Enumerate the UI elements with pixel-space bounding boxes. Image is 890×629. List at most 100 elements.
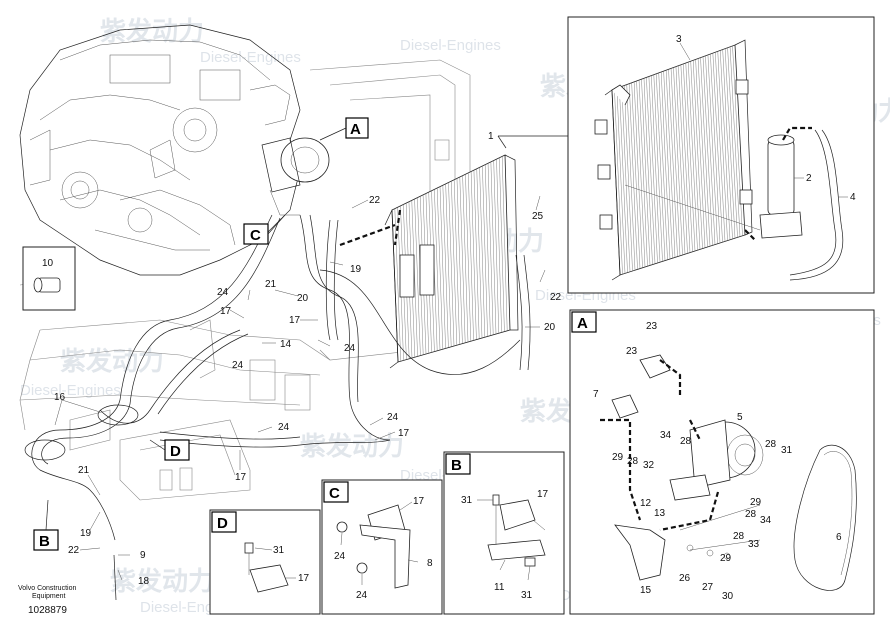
callout-a-16: 28 [733,531,745,542]
condenser-fin-line [485,164,491,336]
condenser-fin-line [465,174,471,342]
condenser-fin-line [636,80,646,268]
callout-a-15: 34 [760,515,772,526]
condenser-fin-line [501,156,508,331]
detail-letter-a-main: A [350,121,361,138]
callout-c-1: 24 [334,551,346,562]
callout-d-1: 17 [298,573,310,584]
condenser-fin-line [673,67,683,256]
condenser-fin-line [653,74,663,262]
condenser-fin-line [729,46,741,237]
condenser-fin-line [710,53,721,244]
callout-a-3: 5 [737,412,743,423]
callout-a-9: 28 [627,456,639,467]
callout-a-14: 28 [745,509,757,520]
callout-b-3: 31 [521,590,533,601]
condenser-fin-line [621,86,631,272]
condenser-fin-line [685,62,696,252]
callout-main-7: 24 [344,343,356,354]
condenser-fin-line [683,63,693,252]
watermark-brand-1: 紫发动力 [100,16,204,47]
callout-a-17: 33 [748,539,760,550]
condenser-fin-line [641,79,651,266]
condenser-fin-line [724,48,736,239]
callout-a-0: 23 [646,321,658,332]
callout-main-6: 17 [289,315,301,326]
callout-a-5: 28 [680,436,692,447]
condenser-fin-line [663,71,673,259]
detail-letter-c-main: C [250,227,261,244]
condenser-fin-line [470,171,477,340]
callouts-detail-d: 31 17 [273,545,310,584]
condenser-fin-line [445,183,452,347]
callout-main-15: 24 [278,422,290,433]
detail-condenser [567,16,875,294]
detail-letter-b-box: B [451,457,462,474]
condenser-fin-line [468,172,474,341]
condenser-fin-line [442,185,449,348]
condenser-fin-line [722,49,733,240]
condenser-fin-line [456,178,463,344]
condenser-fin-line [459,176,466,343]
callout-a-21: 15 [640,585,652,596]
callout-main-22: 9 [140,550,146,561]
condenser-fin-line [656,73,666,261]
callout-a-18: 26 [679,573,691,584]
condenser-fin-line [479,167,485,338]
callout-a-7: 31 [781,445,793,456]
condenser-fin-line [439,186,446,349]
callout-top-2: 4 [850,192,856,203]
watermark-brand-en-1: Diesel-Engines [200,49,301,66]
callout-a-22: 30 [722,591,734,602]
callout-a-11: 12 [640,498,652,509]
condenser-fin-line [614,89,623,275]
callout-d-0: 31 [273,545,285,556]
watermark-brand-7: 紫发动力 [300,431,404,462]
condenser-fin-line [473,170,480,339]
callout-b-1: 17 [537,489,549,500]
callout-a-19: 29 [720,553,732,564]
condenser-fin-line [675,66,686,255]
callout-b-0: 31 [461,495,473,506]
footer-company-line2: Equipment [32,593,66,600]
hoses-main [24,214,531,541]
condenser-fin-line [643,78,653,265]
condenser-fin-line [720,50,731,240]
condenser-fin-line [688,62,698,251]
condenser-fin-line [670,68,681,256]
callout-main-10: 24 [217,287,229,298]
callout-main-24: 10 [42,258,54,269]
condenser-fin-line [651,75,661,263]
condenser-fin-line [692,60,703,249]
callout-main-17: 17 [398,428,410,439]
watermark-brand-en-3: Diesel-Engines [20,382,121,399]
condenser-fin-line [705,55,716,245]
callout-main-13: 24 [232,360,244,371]
callout-main-18: 17 [235,472,247,483]
condenser-fin-line [434,189,441,351]
condenser-fin-line [499,157,505,332]
condenser-fin-line [678,65,688,254]
condenser-fin-line [619,87,628,273]
condenser-fin-line [482,165,488,337]
condenser-fin-line [715,52,726,242]
callout-main-2: 25 [532,211,544,222]
condenser-fin-line [665,70,676,258]
callout-main-11: 17 [220,306,232,317]
callout-main-9: 20 [297,293,309,304]
callout-a-2: 7 [593,389,599,400]
detail-letter-d-box: D [217,515,228,532]
footer: Volvo Construction Equipment 1028879 [18,585,76,616]
callout-main-0: 1 [488,131,494,142]
condenser-fin-line [661,71,671,260]
callout-a-6: 28 [765,439,777,450]
condenser-fin-line [702,56,713,246]
detail-letter-tags: A C D B A B C D [33,117,597,551]
callout-main-14: 16 [54,392,66,403]
callout-main-20: 19 [80,528,92,539]
condenser-fin-line [717,51,728,241]
callouts-detail-a: 23 23 7 5 34 28 28 31 29 28 32 12 13 29 … [593,321,842,602]
callout-top-1: 2 [806,173,812,184]
engine-illustration [19,24,301,276]
